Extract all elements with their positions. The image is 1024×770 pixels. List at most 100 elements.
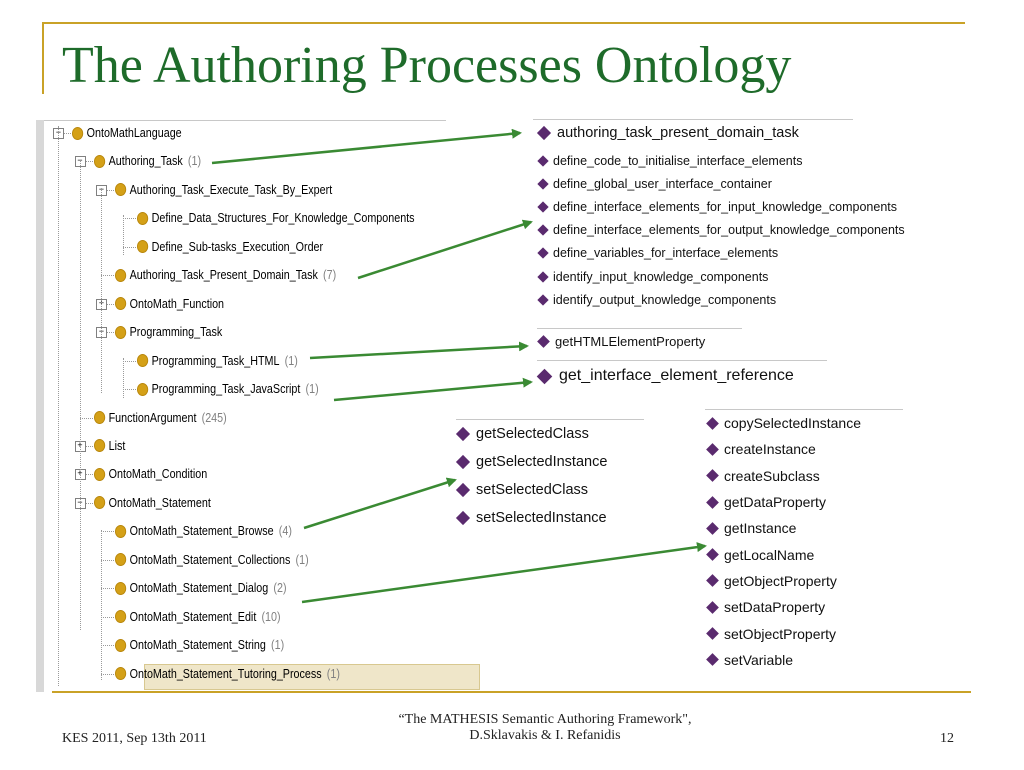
panel-border-browse: [456, 419, 644, 420]
tree-node[interactable]: Programming_Task_JavaScript(1): [136, 378, 318, 400]
instance-item[interactable]: getDataProperty: [706, 489, 861, 515]
instance-item[interactable]: get_interface_element_reference: [536, 362, 794, 390]
tree-connector: [101, 559, 114, 561]
instance-item[interactable]: getObjectProperty: [706, 568, 861, 594]
tree-node-label: OntoMathLanguage: [86, 126, 182, 140]
tree-node[interactable]: OntoMath_Statement_Dialog(2): [115, 577, 287, 599]
instance-label: createInstance: [724, 441, 816, 458]
instance-label: getLocalName: [724, 546, 815, 563]
instance-label: getSelectedInstance: [476, 454, 608, 470]
class-node-icon: [115, 667, 127, 681]
instance-item[interactable]: getInstance: [706, 515, 861, 541]
class-node-icon: [136, 354, 148, 368]
class-node-icon: [93, 439, 105, 453]
class-node-icon: [136, 240, 148, 254]
tree-node[interactable]: Authoring_Task_Execute_Task_By_Expert: [115, 179, 337, 201]
instance-count: (7): [323, 268, 337, 283]
tree-node[interactable]: OntoMath_Condition: [93, 463, 212, 485]
tree-connector: [79, 502, 93, 504]
instance-item[interactable]: define_variables_for_interface_elements: [537, 242, 905, 265]
tree-guide-line: [122, 215, 124, 255]
footer-reference-authors: D.Sklavakis & I. Refanidis: [469, 728, 621, 743]
tree-node[interactable]: Programming_Task_HTML(1): [136, 350, 297, 372]
tree-node[interactable]: OntoMath_Statement_Edit(10): [115, 606, 281, 628]
instance-item[interactable]: authoring_task_present_domain_task: [536, 120, 799, 146]
tree-node-label: Programming_Task: [129, 325, 223, 340]
tree-node[interactable]: OntoMath_Statement_Tutoring_Process(1): [115, 663, 340, 685]
instance-count: (4): [278, 524, 292, 539]
tree-node[interactable]: OntoMath_Statement_String (1): [115, 634, 284, 656]
instance-item[interactable]: identify_input_knowledge_components: [537, 265, 905, 288]
class-node-icon: [72, 126, 84, 140]
instance-item[interactable]: identify_output_knowledge_components: [537, 288, 905, 311]
tree-node[interactable]: OntoMath_Statement_Collections(1): [115, 549, 309, 571]
instance-item[interactable]: getSelectedInstance: [455, 448, 608, 476]
instance-count: (2): [273, 581, 287, 596]
instance-item[interactable]: setSelectedClass: [455, 476, 607, 504]
class-node-icon: [93, 467, 105, 481]
instance-count: (1): [271, 638, 285, 653]
tree-node[interactable]: Authoring_Task(1): [93, 150, 201, 172]
tree-node-label: OntoMath_Statement_String: [129, 638, 266, 653]
instance-item[interactable]: define_interface_elements_for_input_know…: [537, 195, 905, 218]
class-node-icon: [136, 382, 148, 396]
tree-connector: [101, 673, 114, 675]
instance-item[interactable]: setDataProperty: [706, 594, 861, 620]
instance-item[interactable]: setSelectedInstance: [455, 504, 607, 532]
tree-node[interactable]: OntoMath_Statement: [93, 492, 216, 514]
instance-item[interactable]: getSelectedClass: [455, 420, 607, 448]
instance-label: get_interface_element_reference: [559, 367, 794, 384]
instance-item[interactable]: createInstance: [706, 436, 861, 462]
tree-connector: [101, 275, 114, 277]
instance-item[interactable]: setObjectProperty: [706, 620, 861, 646]
instance-label: getInstance: [724, 520, 797, 537]
tree-node[interactable]: Define_Sub-tasks_Execution_Order: [136, 236, 328, 258]
tree-node-label: OntoMath_Condition: [108, 467, 207, 482]
class-node-icon: [115, 581, 127, 595]
tree-guide-line: [79, 160, 81, 630]
tree-connector: [101, 588, 114, 590]
tree-node[interactable]: Programming_Task: [115, 321, 227, 343]
instance-label: identify_output_knowledge_components: [553, 292, 777, 307]
instance-item[interactable]: define_global_user_interface_container: [537, 172, 905, 195]
tree-node[interactable]: OntoMath_Statement_Browse(4): [115, 520, 292, 542]
tree-node-label: Programming_Task_HTML: [151, 353, 279, 368]
instance-list-browse: getSelectedClass getSelectedInstance setSe…: [455, 420, 608, 532]
instance-item[interactable]: setVariable: [706, 647, 861, 673]
tree-node[interactable]: Authoring_Task_Present_Domain_Task (7): [115, 264, 336, 286]
instance-label: setDataProperty: [724, 599, 826, 616]
instance-item[interactable]: define_code_to_initialise_interface_elem…: [537, 149, 905, 172]
instance-count: (1): [326, 666, 340, 681]
class-node-icon: [115, 268, 127, 282]
instance-label: identify_input_knowledge_components: [553, 269, 769, 284]
instance-item[interactable]: copySelectedInstance: [706, 410, 861, 436]
tree-node-label: Programming_Task_JavaScript: [151, 382, 300, 397]
instance-count: (10): [261, 609, 281, 624]
instance-list-present-domain-task: define_code_to_initialise_interface_elem…: [537, 149, 905, 311]
instance-label: define_variables_for_interface_elements: [553, 246, 779, 261]
tree-node[interactable]: FunctionArgument(245): [93, 407, 226, 429]
tree-top-border: [44, 120, 446, 121]
tree-node-label: OntoMath_Function: [129, 296, 225, 311]
tree-gutter: [36, 120, 44, 692]
instance-item[interactable]: getLocalName: [706, 541, 861, 567]
tree-connector: [122, 389, 136, 391]
instance-item[interactable]: define_interface_elements_for_output_kno…: [537, 219, 905, 242]
instance-label: setVariable: [724, 651, 794, 668]
instance-item[interactable]: createSubclass: [706, 463, 861, 489]
class-node-icon: [115, 325, 127, 339]
tree-node-label: Authoring_Task_Present_Domain_Task: [129, 268, 318, 283]
tree-node[interactable]: Define_Data_Structures_For_Knowledge_Com…: [136, 207, 420, 229]
tree-node[interactable]: OntoMathLanguage: [72, 122, 187, 144]
class-node-icon: [93, 154, 105, 168]
instance-label: getObjectProperty: [724, 572, 837, 589]
tree-connector: [101, 303, 114, 305]
tree-connector: [58, 133, 71, 134]
tree-node[interactable]: List: [93, 435, 131, 457]
tree-node-label: Authoring_Task: [108, 154, 183, 169]
tree-node[interactable]: OntoMath_Function: [115, 293, 229, 315]
instance-item[interactable]: getHTMLElementProperty: [537, 329, 705, 353]
tree-connector: [122, 360, 136, 362]
panel-border-edit: [705, 409, 903, 410]
